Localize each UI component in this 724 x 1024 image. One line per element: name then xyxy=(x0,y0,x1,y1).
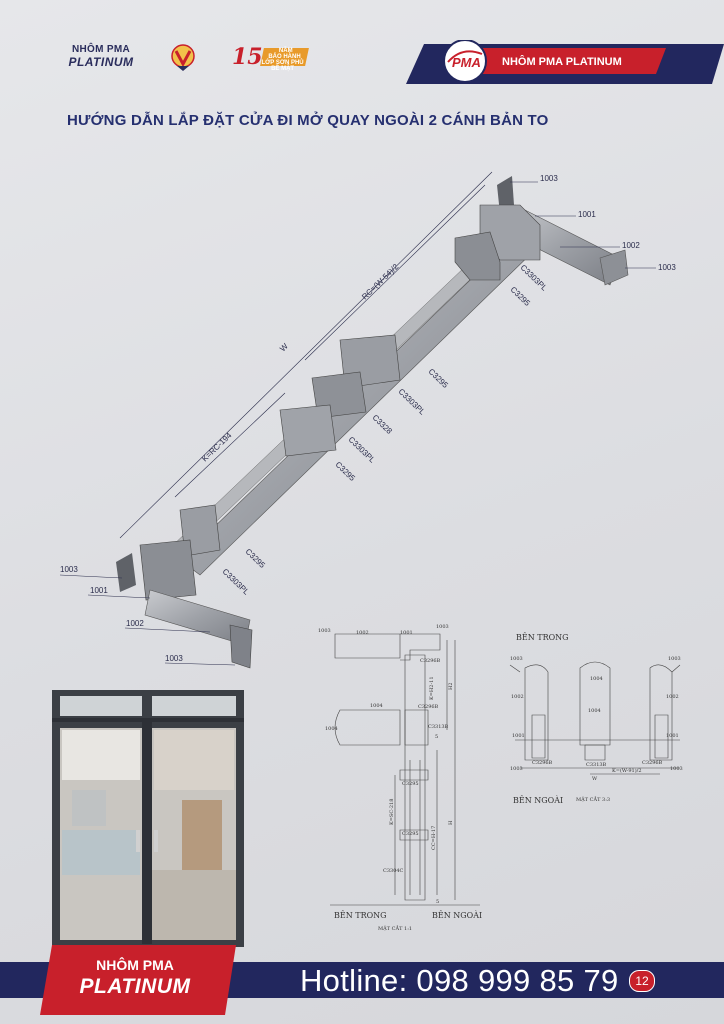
vs-side-right: BÊN NGOÀI xyxy=(432,911,482,920)
label-1003-bottom: 1003 xyxy=(165,654,183,663)
frame-left-end xyxy=(229,624,253,669)
band-title: NHÔM PMA PLATINUM xyxy=(502,55,622,68)
sash-right-2 xyxy=(454,231,501,281)
hs-label-1002-b: 1002 xyxy=(666,694,679,700)
brand-line2: PLATINUM xyxy=(68,55,134,69)
dim-line-rc xyxy=(304,184,486,361)
label-1001-top: 1001 xyxy=(578,210,596,219)
footer-brand-line1: NHÔM PMA xyxy=(96,957,174,973)
hs-caption: MẶT CẮT 3:3 xyxy=(576,795,610,803)
vs-label-c3295-2: C3295 xyxy=(402,831,419,837)
door-photo xyxy=(52,690,244,947)
hs-label-1003-a: 1003 xyxy=(510,656,523,662)
vs-label-k-sc: K=SC-218 xyxy=(389,799,395,825)
label-1002-left: 1002 xyxy=(126,619,144,628)
hs-label-1001-b: 1001 xyxy=(666,733,679,739)
warranty-years: 15 xyxy=(232,44,263,70)
vs-label-1004-a: 1004 xyxy=(370,703,383,709)
label-1002-top: 1002 xyxy=(622,241,640,250)
footer-brand-shape xyxy=(40,945,236,1015)
hs-label-c3313b: C3313B xyxy=(586,762,607,768)
vs-label-c3304c: C3304C xyxy=(383,868,404,874)
band-logo-text: PMA xyxy=(452,55,481,70)
hs-label-1003-d: 1003 xyxy=(670,766,683,772)
header-band: PMA NHÔM PMA PLATINUM xyxy=(406,40,724,84)
dim-line-w xyxy=(119,171,493,539)
vs-caption: MẶT CẮT 1:1 xyxy=(378,924,412,932)
warranty-badge: 15 NĂM BẢO HÀNH LỚP SƠN PHỦ BỀ MẶT xyxy=(232,44,312,72)
hs-label-w: W xyxy=(592,776,598,782)
page-number: 12 xyxy=(629,970,655,992)
hs-label-1004-b: 1004 xyxy=(588,708,601,714)
anchor-top-right xyxy=(497,176,514,214)
mullion-3 xyxy=(279,404,337,457)
hs-label-1004-a: 1004 xyxy=(590,676,603,682)
label-1001-left: 1001 xyxy=(90,586,108,595)
label-1003-top: 1003 xyxy=(540,174,558,183)
frame-right-end xyxy=(599,249,629,286)
label-1003-left: 1003 xyxy=(60,565,78,574)
vs-label-1002: 1002 xyxy=(356,630,369,636)
hs-label-1003-b: 1003 xyxy=(668,656,681,662)
vs-label-1003-r: 1003 xyxy=(436,624,449,630)
vs-label-c3295-1: C3295 xyxy=(402,781,419,787)
sash-left-2 xyxy=(139,539,197,601)
vs-label-h2: H2 xyxy=(448,682,454,690)
vs-label-h: H xyxy=(448,820,454,825)
brand-logo-top: NHÔM PMA PLATINUM xyxy=(65,44,137,69)
vs-label-1004-b: 1004 xyxy=(325,726,338,732)
leader-lines xyxy=(59,181,656,666)
vs-side-left: BÊN TRONG xyxy=(334,911,387,920)
hs-label-1001-a: 1001 xyxy=(512,733,525,739)
vs-label-1003-l: 1003 xyxy=(318,628,331,634)
vs-label-c3313b: C3313B xyxy=(428,724,449,730)
vs-label-1001: 1001 xyxy=(400,630,413,636)
hs-side-bottom: BÊN NGOÀI xyxy=(513,796,563,805)
quality-badge-icon xyxy=(171,44,195,71)
brand-line1: NHÔM PMA xyxy=(72,44,130,55)
dim-line-k xyxy=(174,392,286,498)
hs-side-top: BÊN TRONG xyxy=(516,633,569,642)
hs-label-k: K=(W-91)/2 xyxy=(612,767,642,774)
hs-label-c3296b-b: C3296B xyxy=(642,760,663,766)
anchor-left xyxy=(116,553,136,592)
vs-label-5-a: 5 xyxy=(435,734,438,740)
hs-label-1002-a: 1002 xyxy=(511,694,524,700)
hs-label-1003-c: 1003 xyxy=(510,766,523,772)
label-1003-right: 1003 xyxy=(658,263,676,272)
vs-label-c3296b-2: C3296B xyxy=(418,704,439,710)
footer-brand: NHÔM PMA PLATINUM xyxy=(40,945,236,1015)
vs-label-cc: CC=H-17 xyxy=(431,826,437,850)
vs-label-k-h2: K=H2-11 xyxy=(429,676,435,700)
page-title: HƯỚNG DẪN LẮP ĐẶT CỬA ĐI MỞ QUAY NGOÀI 2… xyxy=(67,112,549,129)
vs-label-5-b: 5 xyxy=(436,899,439,905)
vs-label-c3296b-1: C3296B xyxy=(420,658,441,664)
hs-label-c3296b-a: C3296B xyxy=(532,760,553,766)
hotline-text[interactable]: Hotline: 098 999 85 79 xyxy=(300,963,619,998)
footer-brand-line2: PLATINUM xyxy=(79,975,191,998)
